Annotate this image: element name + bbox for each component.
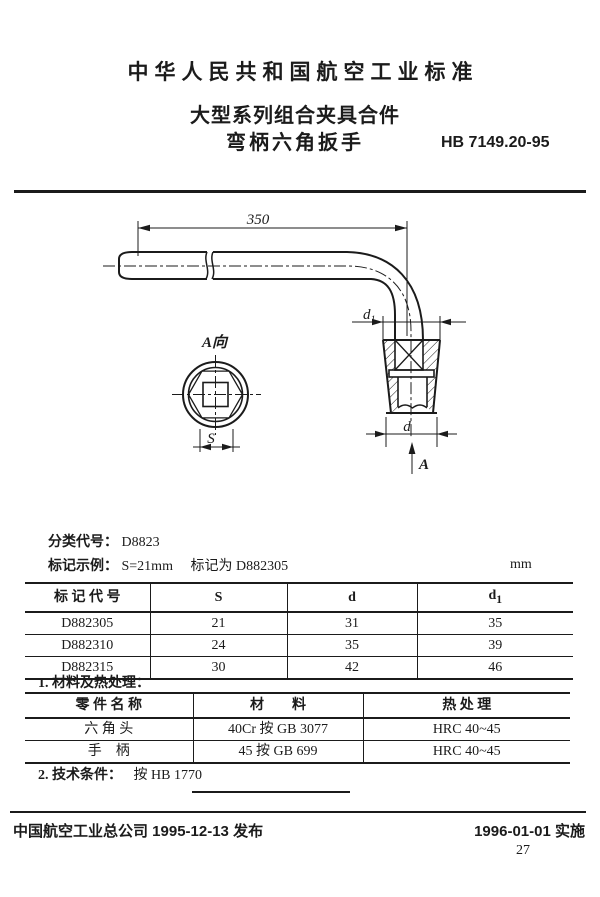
col-header-code: 标 记 代 号 [25, 583, 150, 613]
technical-drawing: 350 d1 A向 S d A [103, 212, 466, 474]
size-table-header-row: 标 记 代 号 S d d1 [25, 583, 573, 613]
footer-short-rule [192, 791, 350, 793]
dim-s-label: S [207, 431, 215, 447]
cell-d: 35 [286, 634, 417, 657]
col-header-treatment: 热 处 理 [362, 693, 570, 719]
cell-code: D882305 [25, 611, 150, 635]
cell-treatment: HRC 40~45 [362, 718, 570, 741]
standard-number: HB 7149.20-95 [441, 134, 550, 151]
product-series-title: 大型系列组合夹具合件 [190, 105, 400, 127]
a-view-socket [182, 361, 249, 428]
cell-d1: 35 [416, 611, 573, 635]
col-header-part: 零 件 名 称 [25, 693, 193, 719]
col-header-material: 材 料 [192, 693, 363, 719]
unit-label: mm [510, 557, 532, 572]
material-table-row: 六 角 头 40Cr 按 GB 3077 HRC 40~45 [25, 718, 570, 741]
cell-code: D882310 [25, 634, 150, 657]
cell-d1: 46 [416, 656, 573, 679]
col-header-d1: d1 [416, 583, 573, 613]
dim-d-label: d [403, 419, 411, 435]
material-table-header-row: 零 件 名 称 材 料 热 处 理 [25, 693, 570, 719]
cell-material: 40Cr 按 GB 3077 [192, 718, 363, 741]
technical-section-label: 2. 技术条件： [38, 768, 122, 783]
size-table: 标 记 代 号 S d d1 D882305 21 31 35 D882310 … [25, 582, 573, 680]
col-header-d: d [286, 583, 417, 613]
cell-s: 30 [149, 656, 287, 679]
size-table-row: D882310 24 35 39 [25, 634, 573, 657]
cell-d: 42 [286, 656, 417, 679]
marking-example-label: 标记示例： [48, 559, 118, 574]
view-a-label: A向 [201, 334, 229, 351]
material-table: 零 件 名 称 材 料 热 处 理 六 角 头 40Cr 按 GB 3077 H… [25, 692, 570, 764]
footer-rule [10, 811, 586, 813]
material-table-row: 手 柄 45 按 GB 699 HRC 40~45 [25, 740, 570, 763]
cell-s: 24 [149, 634, 287, 657]
marking-example-line: 标记示例： S=21mm 标记为 D882305 [48, 559, 288, 575]
page-number: 27 [516, 843, 530, 858]
cell-d1: 39 [416, 634, 573, 657]
national-standard-title: 中华人民共和国航空工业标准 [127, 61, 479, 84]
cell-treatment: HRC 40~45 [362, 740, 570, 763]
footer-issuer: 中国航空工业总公司 1995-12-13 发布 [13, 823, 264, 840]
cell-part: 手 柄 [87, 744, 130, 759]
dim-d1-label: d1 [363, 307, 376, 326]
cell-d: 31 [286, 611, 417, 635]
cell-s: 21 [149, 611, 287, 635]
product-name-title: 弯柄六角扳手 [226, 132, 364, 154]
size-table-row: D882315 30 42 46 [25, 656, 573, 679]
col-header-s: S [149, 583, 287, 613]
dim-350-label: 350 [246, 212, 270, 228]
footer-implementation: 1996-01-01 实施 [474, 823, 585, 840]
cell-part: 六 角 头 [25, 718, 193, 741]
technical-section-content: 按 HB 1770 [133, 768, 202, 783]
cell-material: 45 按 GB 699 [192, 740, 363, 763]
section-a-label: A [418, 457, 429, 473]
classification-value: D8823 [121, 535, 160, 550]
dimension-lines [103, 221, 466, 474]
technical-section-line: 2. 技术条件： 按 HB 1770 [38, 764, 202, 784]
marking-condition: S=21mm [121, 559, 173, 574]
classification-line: 分类代号： D8823 [48, 535, 160, 551]
marking-designation: 标记为 D882305 [190, 559, 289, 574]
header-rule [14, 190, 586, 193]
classification-label: 分类代号： [48, 535, 118, 550]
material-section-title: 1. 材料及热处理： [38, 676, 150, 691]
wrench-outline [118, 251, 441, 414]
cell-code: D882315 [61, 659, 114, 675]
dimension-arrowheads [138, 224, 451, 454]
size-table-row: D882305 21 31 35 [25, 611, 573, 635]
